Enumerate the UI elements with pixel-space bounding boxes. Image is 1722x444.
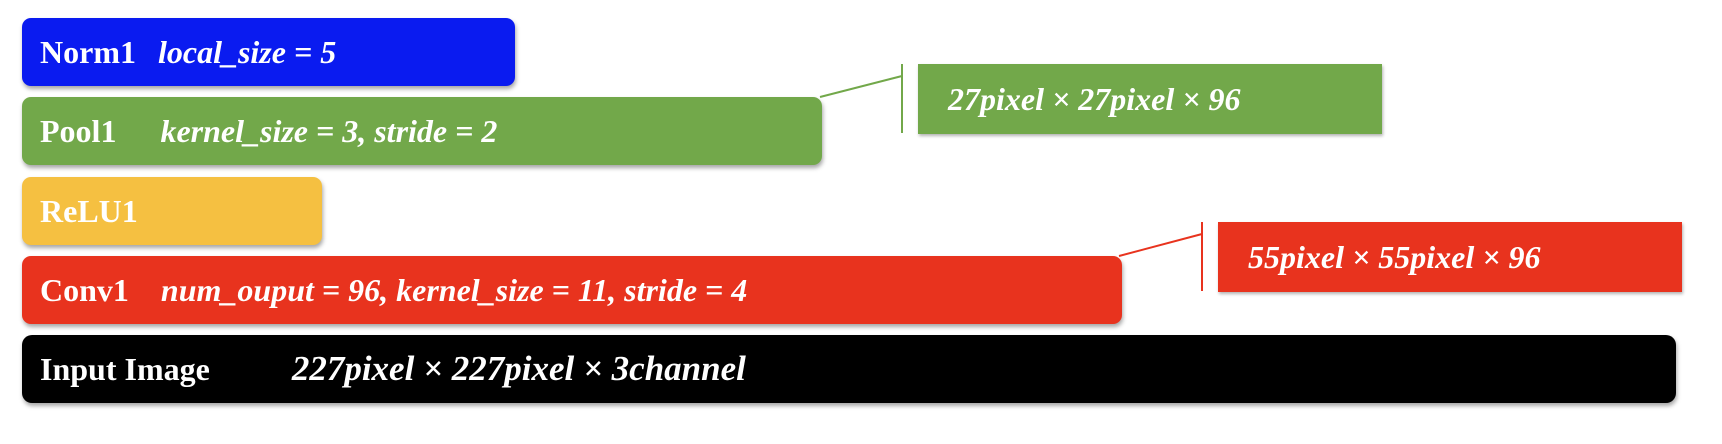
conv1-connector-line [1118,233,1203,257]
input-image-layer-name: Input Image [40,350,210,387]
norm1-layer-box: Norm1 local_size = 5 [22,18,515,86]
pool1-layer-params: kernel_size = 3, stride = 2 [160,112,498,149]
pool1-output-text: 27pixel × 27pixel × 96 [948,80,1241,117]
input-image-layer-box: Input Image 227pixel × 227pixel × 3chann… [22,335,1676,403]
pool1-layer-box: Pool1 kernel_size = 3, stride = 2 [22,97,822,165]
pool1-layer-name: Pool1 [40,112,117,149]
conv1-output-text: 55pixel × 55pixel × 96 [1248,238,1541,275]
norm1-layer-name: Norm1 [40,33,136,70]
conv1-output-shape: 55pixel × 55pixel × 96 [1218,222,1682,292]
pool1-connector-line [819,75,903,98]
input-image-layer-params: 227pixel × 227pixel × 3channel [291,349,746,388]
relu1-layer-box: ReLU1 [22,177,322,245]
conv1-layer-name: Conv1 [40,271,129,308]
pool1-output-shape: 27pixel × 27pixel × 96 [918,64,1382,134]
conv1-layer-params: num_ouput = 96, kernel_size = 11, stride… [160,271,748,308]
relu1-layer-name: ReLU1 [40,192,138,229]
norm1-layer-params: local_size = 5 [157,33,337,70]
conv1-layer-box: Conv1 num_ouput = 96, kernel_size = 11, … [22,256,1122,324]
